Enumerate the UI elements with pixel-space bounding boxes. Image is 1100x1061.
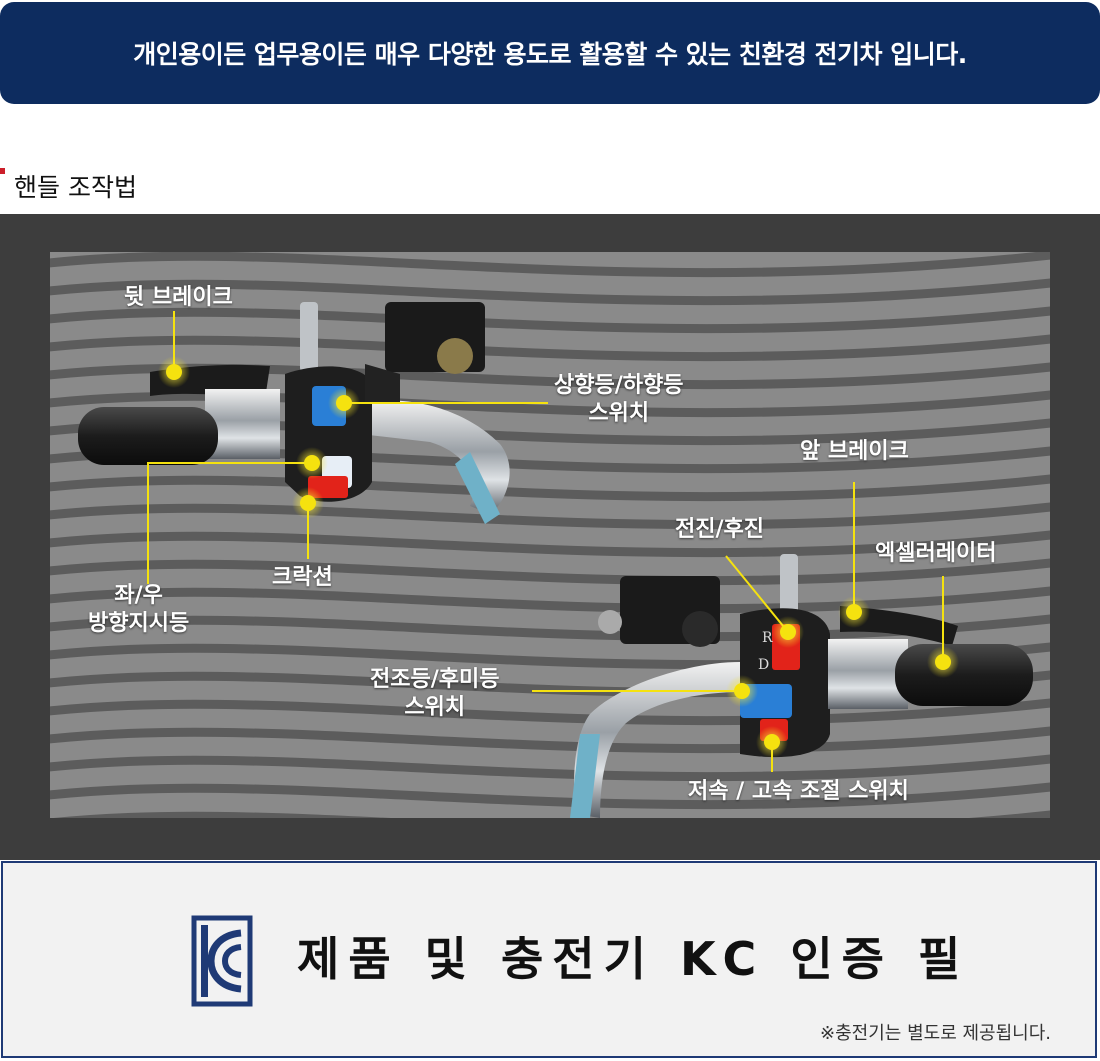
handlebar-illustration: R D — [50, 252, 1050, 818]
label-front-brake: 앞 브레이크 — [800, 439, 909, 464]
handlebar-diagram: R D — [0, 214, 1100, 860]
marker-dot-icon — [935, 654, 951, 670]
label-forward-reverse: 전진/후진 — [675, 517, 764, 542]
banner-text: 개인용이든 업무용이든 매우 다양한 용도로 활용할 수 있는 친환경 전기차 … — [133, 40, 967, 69]
switch-mark-drive: D — [758, 657, 769, 673]
section-title-text: 핸들 조작법 — [14, 173, 137, 202]
marker-dot-icon — [734, 683, 750, 699]
marker-dot-icon — [304, 455, 320, 471]
kc-mark-icon — [191, 915, 253, 1007]
certification-title: 제품 및 충전기 KC 인증 필 — [297, 932, 970, 986]
section-marker — [0, 168, 5, 174]
marker-dot-icon — [166, 364, 182, 380]
marker-dot-icon — [336, 395, 352, 411]
switch-mark-reverse: R — [762, 630, 773, 646]
marker-dot-icon — [846, 604, 862, 620]
certification-note: ※충전기는 별도로 제공됩니다. — [820, 1023, 1051, 1044]
label-horn: 크락션 — [272, 565, 333, 590]
label-rear-brake: 뒷 브레이크 — [124, 285, 233, 310]
marker-dot-icon — [300, 495, 316, 511]
label-high-low-beam: 상향등/하향등 스위치 — [554, 373, 684, 426]
marker-dots — [158, 356, 959, 758]
marker-dot-icon — [780, 624, 796, 640]
top-banner: 개인용이든 업무용이든 매우 다양한 용도로 활용할 수 있는 친환경 전기차 … — [0, 2, 1100, 104]
section-heading: 핸들 조작법 — [0, 168, 137, 204]
label-speed-switch: 저속 / 고속 조절 스위치 — [688, 779, 909, 804]
label-turn-signal: 좌/우 방향지시등 — [88, 583, 190, 636]
label-accelerator: 엑셀러레이터 — [875, 541, 997, 566]
marker-dot-icon — [764, 734, 780, 750]
label-headlight-tail: 전조등/후미등 스위치 — [370, 667, 500, 720]
certification-box: 제품 및 충전기 KC 인증 필 ※충전기는 별도로 제공됩니다. — [1, 861, 1097, 1058]
